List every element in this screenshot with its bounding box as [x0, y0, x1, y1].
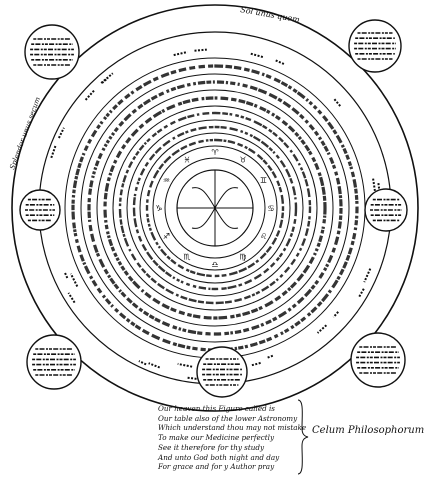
zodiac-glyph: ♈	[211, 148, 218, 157]
medallion	[196, 346, 248, 398]
script-band	[118, 111, 312, 305]
zodiac-glyphs: ♈ ♉ ♊ ♋ ♌ ♍ ♎ ♏ ♐ ♑ ♒ ♓	[155, 148, 274, 269]
zodiac-glyph: ♐	[163, 232, 170, 241]
script-stroke	[173, 51, 188, 57]
text-ring-3	[96, 89, 334, 327]
script-stroke	[69, 273, 79, 287]
script-stroke	[266, 354, 274, 359]
zodiac-glyph: ♊	[260, 176, 267, 185]
medallion	[26, 334, 82, 390]
text-ring-5	[126, 119, 304, 297]
label-left-upper: Splendor unus secum	[8, 96, 42, 171]
center-cross	[177, 170, 253, 246]
zodiac-glyph: ♍	[239, 253, 246, 262]
script-stroke	[138, 360, 147, 366]
label-top-right: Sol unus quem	[240, 5, 301, 24]
medallion	[348, 19, 402, 73]
script-stroke	[333, 98, 342, 108]
script-stroke	[50, 144, 57, 159]
script-band	[87, 80, 343, 336]
caption-line: See it therefore for thy study	[158, 442, 265, 452]
script-stroke	[250, 361, 261, 367]
caption-line: And unto God both night and day	[158, 452, 280, 462]
script-bands	[50, 48, 381, 381]
caption-line: To make our Medicine perfectly	[158, 433, 274, 443]
caption-brace	[297, 399, 309, 475]
zodiac-glyph: ♓	[183, 156, 190, 165]
script-stroke	[332, 311, 339, 318]
text-ring-4	[112, 105, 318, 311]
script-stroke	[316, 324, 328, 334]
caption-line: For grace and for y Author pray	[158, 462, 275, 472]
text-ring-6	[139, 132, 291, 284]
script-stroke	[358, 288, 365, 298]
zodiac-glyph: ♉	[239, 156, 246, 165]
caption-verse: Our heaven this Figure called is Our tab…	[158, 404, 307, 472]
caption-line: Our heaven this Figure called is	[158, 404, 275, 413]
medallion	[364, 188, 408, 232]
script-band	[145, 138, 285, 278]
script-band	[103, 96, 327, 320]
script-stroke	[101, 77, 109, 84]
script-stroke	[84, 89, 95, 101]
zodiac-glyph: ♋	[267, 204, 274, 213]
planet-medallions	[19, 19, 408, 398]
zodiac-ring-inner	[164, 157, 266, 259]
medallion	[350, 332, 406, 388]
script-stroke	[250, 52, 265, 59]
script-stroke	[148, 362, 161, 369]
text-ring-2	[80, 73, 350, 343]
script-stroke	[177, 362, 193, 368]
script-stroke	[372, 178, 376, 192]
side-title: Celum Philosophorum	[312, 425, 425, 436]
outer-ring	[11, 4, 419, 412]
script-stroke	[100, 72, 114, 84]
zodiac-glyph: ♎	[211, 260, 218, 269]
zodiac-glyph: ♑	[155, 204, 162, 213]
caption-line: Which understand thou may not mistake	[158, 423, 307, 433]
script-stroke	[187, 376, 201, 381]
script-stroke	[58, 127, 65, 139]
medallion	[19, 189, 61, 231]
script-band	[132, 125, 298, 291]
zodiac-glyph: ♌	[260, 232, 267, 241]
zodiac-ring	[152, 145, 278, 271]
script-stroke	[63, 271, 69, 279]
script-stroke	[194, 48, 207, 52]
script-stroke	[275, 59, 285, 65]
script-stroke	[363, 268, 372, 283]
medallion	[24, 24, 80, 80]
script-stroke	[67, 292, 76, 304]
caption-line: Our table also of the lower Astronomy	[158, 413, 298, 423]
zodiac-glyph: ♏	[183, 253, 191, 262]
zodiac-glyph: ♒	[163, 176, 170, 185]
